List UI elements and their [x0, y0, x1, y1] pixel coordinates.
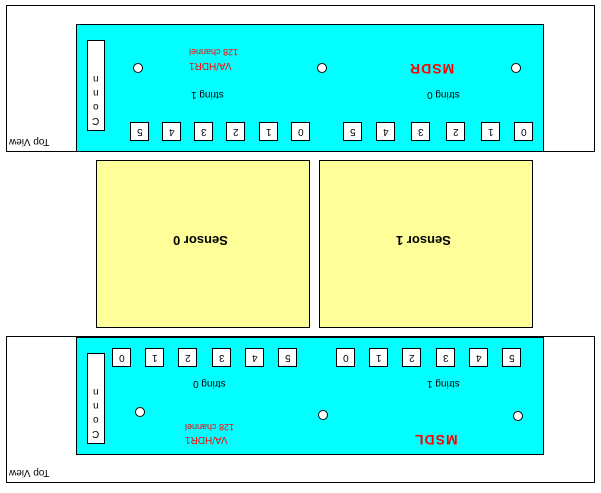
channel-key: 3	[194, 122, 213, 141]
channel-key: 1	[145, 348, 164, 367]
conn-letter: o	[93, 414, 99, 425]
channel-key: 5	[343, 122, 362, 141]
top-view-label: Top View	[9, 136, 50, 147]
conn-letter: n	[93, 400, 99, 411]
channel-key: 1	[369, 348, 388, 367]
channel-key: 1	[259, 122, 278, 141]
string-label: string 1	[427, 378, 460, 389]
conn-letter: C	[92, 115, 100, 126]
chip-subtitle: 128 channel	[185, 422, 235, 432]
channel-key: 3	[212, 348, 231, 367]
conn-letter: n	[93, 386, 99, 397]
msdl-board: 0 1 2 3 4 5 0 1 2 3 4 5 string 0 string …	[76, 337, 544, 455]
sensor-0: Sensor 0	[96, 160, 310, 328]
channel-key: 4	[376, 122, 395, 141]
channel-key: 0	[112, 348, 131, 367]
channel-key: 0	[291, 122, 310, 141]
channel-key: 3	[411, 122, 430, 141]
top-view-label: Top View	[9, 467, 50, 478]
chip-name: VA/HDR1	[185, 434, 228, 445]
conn-letter: C	[92, 428, 100, 439]
chip-subtitle: 128 channel	[189, 47, 239, 57]
conn-connector	[87, 353, 105, 444]
channel-key: 2	[178, 348, 197, 367]
channel-key: 2	[402, 348, 421, 367]
string-label: string 1	[191, 89, 224, 100]
board-name: MSDR	[409, 61, 455, 77]
sensor-1: Sensor 1	[319, 160, 533, 328]
mounting-hole	[317, 63, 327, 73]
conn-connector	[87, 40, 105, 131]
string-label: string 0	[427, 89, 460, 100]
channel-key: 0	[336, 348, 355, 367]
msdr-board: n n o C 128 channel VA/HDR1 MSDR string …	[76, 24, 544, 152]
board-name: MSDL	[414, 432, 458, 448]
channel-key: 1	[481, 122, 500, 141]
mounting-hole	[318, 410, 328, 420]
channel-key: 4	[162, 122, 181, 141]
channel-key: 4	[469, 348, 488, 367]
channel-key: 5	[278, 348, 297, 367]
sensor-label: Sensor 0	[173, 233, 228, 248]
mounting-hole	[511, 63, 521, 73]
mounting-hole	[135, 407, 145, 417]
mounting-hole	[133, 63, 143, 73]
mounting-hole	[513, 411, 523, 421]
chip-name: VA/HDR1	[189, 60, 232, 71]
channel-key: 4	[245, 348, 264, 367]
channel-key: 2	[226, 122, 245, 141]
channel-key: 0	[514, 122, 533, 141]
sensor-label: Sensor 1	[396, 233, 451, 248]
channel-key: 3	[436, 348, 455, 367]
channel-key: 5	[502, 348, 521, 367]
conn-letter: n	[93, 73, 99, 84]
conn-letter: n	[93, 87, 99, 98]
conn-letter: o	[93, 101, 99, 112]
channel-key: 5	[130, 122, 149, 141]
channel-key: 2	[446, 122, 465, 141]
string-label: string 0	[193, 378, 226, 389]
